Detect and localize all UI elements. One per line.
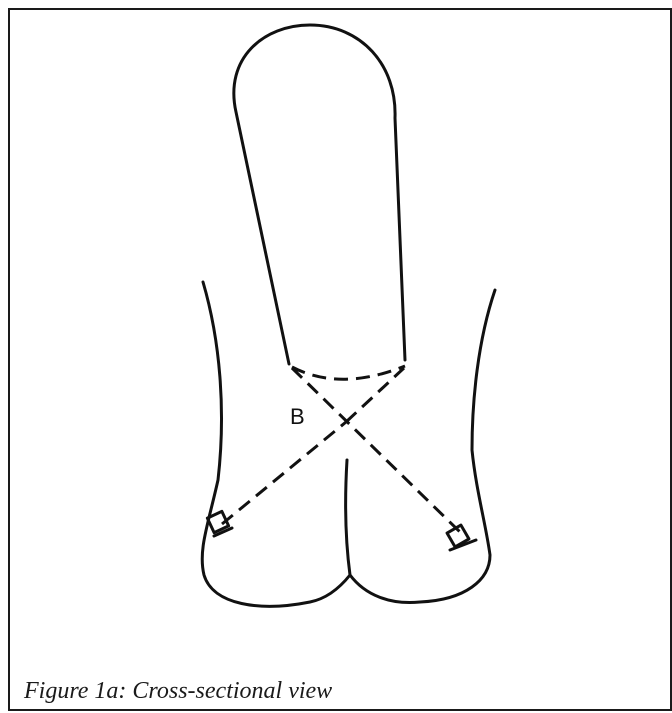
left-marker	[207, 511, 232, 536]
right-marker	[447, 525, 476, 550]
cross-section-diagram: B	[10, 10, 672, 713]
left-lobe-outline	[202, 282, 350, 606]
upper-body-outline	[234, 25, 405, 364]
figure-frame: B Figure 1a: Cross-sectional view	[8, 8, 672, 711]
label-b: B	[290, 404, 305, 429]
figure-caption: Figure 1a: Cross-sectional view	[24, 678, 332, 705]
dashed-line-left-to-center	[222, 422, 346, 524]
base-arc	[292, 366, 405, 379]
dashed-line-center-to-base	[346, 368, 404, 422]
dashed-line-center-to-right	[292, 368, 460, 532]
